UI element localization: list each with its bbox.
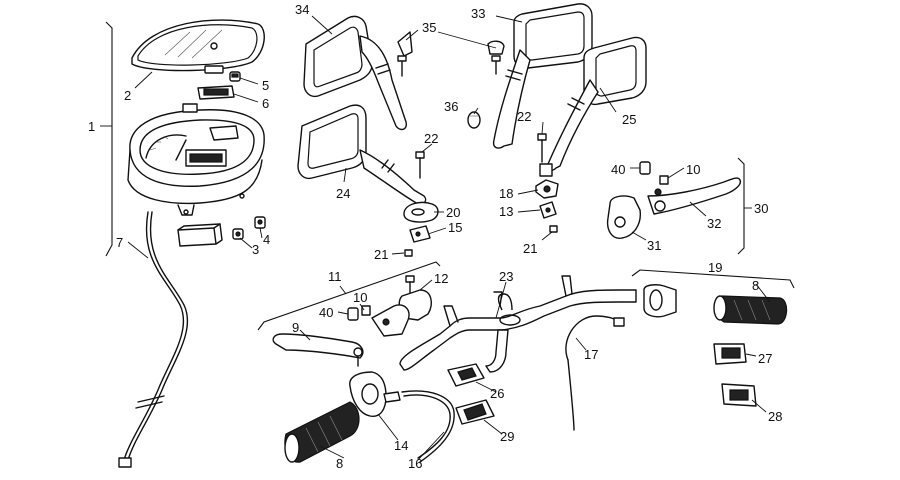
callout-32: 32 [707, 216, 721, 231]
clamp-15 [409, 225, 431, 243]
callout-36: 36 [444, 99, 458, 114]
mirror-left-lower [297, 104, 427, 206]
throttle-housing-14 [349, 371, 401, 417]
callout-1: 1 [88, 119, 95, 134]
callout-33: 33 [471, 6, 485, 21]
callout-28: 28 [768, 409, 782, 424]
mirror-right-lower [546, 36, 647, 171]
callout-13: 13 [499, 204, 513, 219]
callout-25: 25 [622, 112, 636, 127]
callout-40-left: 40 [319, 305, 333, 320]
bolt-22-right [537, 133, 547, 163]
callout-2: 2 [124, 88, 131, 103]
callout-40-right: 40 [611, 162, 625, 177]
brake-lever-32 [647, 177, 742, 215]
bulb-holder-3 [232, 228, 244, 240]
callout-10-left: 10 [353, 290, 367, 305]
callout-16: 16 [408, 456, 422, 471]
callout-21-right: 21 [523, 241, 537, 256]
group-bracket-30 [737, 157, 752, 255]
callout-26: 26 [490, 386, 504, 401]
group-bracket-19 [631, 269, 795, 289]
callout-27: 27 [758, 351, 772, 366]
group-bracket-11 [257, 261, 441, 331]
callout-labels: 1 2 5 6 7 3 4 34 35 33 36 25 24 22 22 20… [88, 2, 782, 471]
warning-light-module [197, 85, 235, 100]
callout-31: 31 [647, 238, 661, 253]
callout-30: 30 [754, 201, 768, 216]
screw-10-right [659, 175, 669, 185]
screw-21-left [404, 249, 413, 257]
mirror-cap-36 [467, 111, 481, 129]
callout-10-right: 10 [686, 162, 700, 177]
speedometer-cable [118, 211, 189, 468]
mirror-right-upper [492, 3, 593, 149]
callout-14: 14 [394, 438, 408, 453]
lever-bracket-11 [371, 304, 410, 337]
callout-12: 12 [434, 271, 448, 286]
bulb-holder-4 [254, 216, 266, 229]
callout-29: 29 [500, 429, 514, 444]
throttle-cable-16 [401, 390, 455, 463]
callout-3: 3 [252, 242, 259, 257]
group-bracket-1 [100, 21, 113, 257]
handle-grip-right-8 [713, 295, 788, 325]
callout-4: 4 [263, 232, 270, 247]
clamp-13 [539, 201, 557, 219]
callout-9: 9 [292, 320, 299, 335]
switch-26 [447, 363, 485, 387]
screw-21-right [549, 225, 558, 233]
callout-8-left: 8 [336, 456, 343, 471]
washer-18 [535, 179, 559, 199]
mirror-cap-35a [397, 31, 413, 57]
mirror-left-upper [303, 15, 408, 131]
callout-24: 24 [336, 186, 350, 201]
switch-28 [721, 383, 757, 407]
clutch-lever-9 [272, 333, 364, 367]
pin-40-left [347, 307, 359, 321]
callout-17: 17 [584, 347, 598, 362]
relay-box [177, 223, 223, 247]
callout-5: 5 [262, 78, 269, 93]
handlebar-23 [399, 275, 637, 373]
callout-8-right: 8 [752, 278, 759, 293]
screw-10-left [361, 305, 371, 316]
callout-11: 11 [328, 269, 342, 284]
callout-6: 6 [262, 96, 269, 111]
callout-22-left: 22 [424, 131, 438, 146]
callout-19: 19 [708, 260, 722, 275]
instrument-cover-glass [131, 19, 265, 74]
callout-35: 35 [422, 20, 436, 35]
mirror-mount-20 [403, 201, 439, 223]
mirror-bolt-35 [397, 55, 407, 77]
callout-15: 15 [448, 220, 462, 235]
callout-21-left: 21 [374, 247, 388, 262]
mirror-bolt-35b [491, 55, 501, 75]
callout-20: 20 [446, 205, 460, 220]
spacer-22 [539, 163, 553, 177]
pin-40-right [639, 161, 651, 175]
switch-29 [455, 399, 495, 425]
leader-lines [127, 15, 771, 461]
grommet-part [229, 71, 241, 82]
callout-34: 34 [295, 2, 309, 17]
handle-grip-left-8 [284, 401, 360, 463]
callout-22-right: 22 [517, 109, 531, 124]
bolt-22-left [415, 151, 425, 179]
switch-housing-right [643, 284, 677, 318]
speedometer-cluster [127, 103, 265, 216]
switch-27 [713, 343, 747, 365]
callout-23: 23 [499, 269, 513, 284]
callout-7: 7 [116, 235, 123, 250]
cable-17 [565, 315, 625, 431]
master-cylinder-31 [606, 188, 662, 239]
callout-18: 18 [499, 186, 513, 201]
